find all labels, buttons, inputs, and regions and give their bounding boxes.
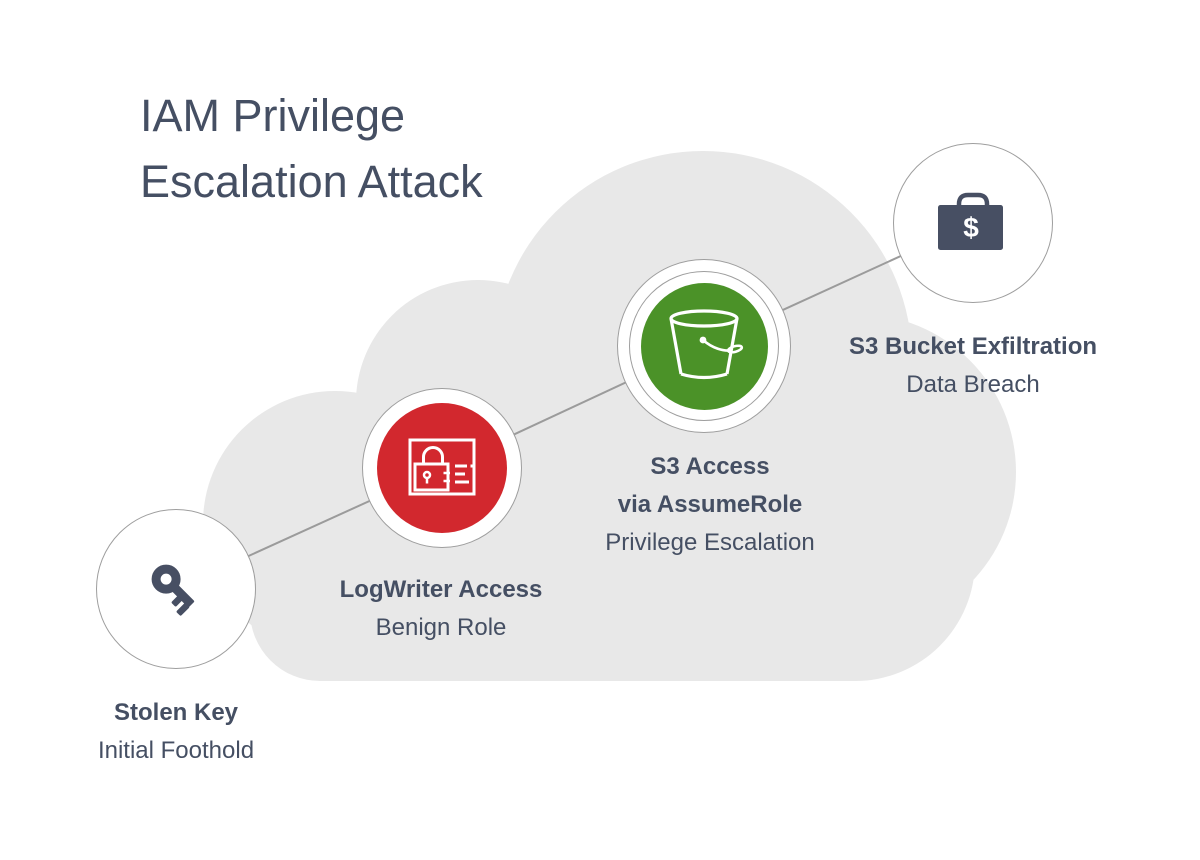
title-line-1: IAM Privilege	[140, 90, 406, 141]
node-title-line2: via AssumeRole	[617, 491, 803, 518]
key-icon	[151, 564, 195, 616]
node-subtitle: Data Breach	[906, 371, 1040, 398]
node-s3-bucket-exfiltration: $	[893, 143, 1053, 303]
credentials-card-lock-icon	[408, 438, 476, 496]
label-stolen-key: Stolen Key Initial Foothold	[98, 694, 254, 770]
node-circle	[96, 509, 256, 669]
svg-text:$: $	[963, 212, 979, 243]
node-inner-ring	[629, 271, 779, 421]
node-circle	[362, 388, 522, 548]
red-disc	[377, 403, 507, 533]
node-title-line1: S3 Access	[650, 453, 770, 480]
label-s3-bucket-exfiltration: S3 Bucket Exfiltration Data Breach	[849, 328, 1097, 404]
s3-bucket-icon	[669, 309, 744, 380]
node-outer-ring	[617, 259, 791, 433]
node-s3-access	[617, 259, 791, 433]
money-bag-icon: $	[938, 192, 1003, 250]
node-title: LogWriter Access	[339, 576, 543, 603]
node-subtitle: Initial Foothold	[97, 737, 255, 764]
node-title: S3 Bucket Exfiltration	[848, 333, 1098, 360]
label-logwriter-access: LogWriter Access Benign Role	[340, 571, 543, 647]
node-title: Stolen Key	[113, 699, 239, 726]
node-subtitle: Benign Role	[375, 614, 507, 641]
label-s3-access: S3 Access via AssumeRole Privilege Escal…	[605, 448, 814, 562]
green-disc	[640, 282, 768, 410]
node-stolen-key	[96, 509, 256, 669]
node-circle: $	[893, 143, 1053, 303]
node-logwriter-access	[362, 388, 522, 548]
title-line-2: Escalation Attack	[140, 156, 483, 207]
node-subtitle: Privilege Escalation	[605, 529, 815, 556]
page-title: IAM Privilege Escalation Attack	[140, 83, 483, 215]
